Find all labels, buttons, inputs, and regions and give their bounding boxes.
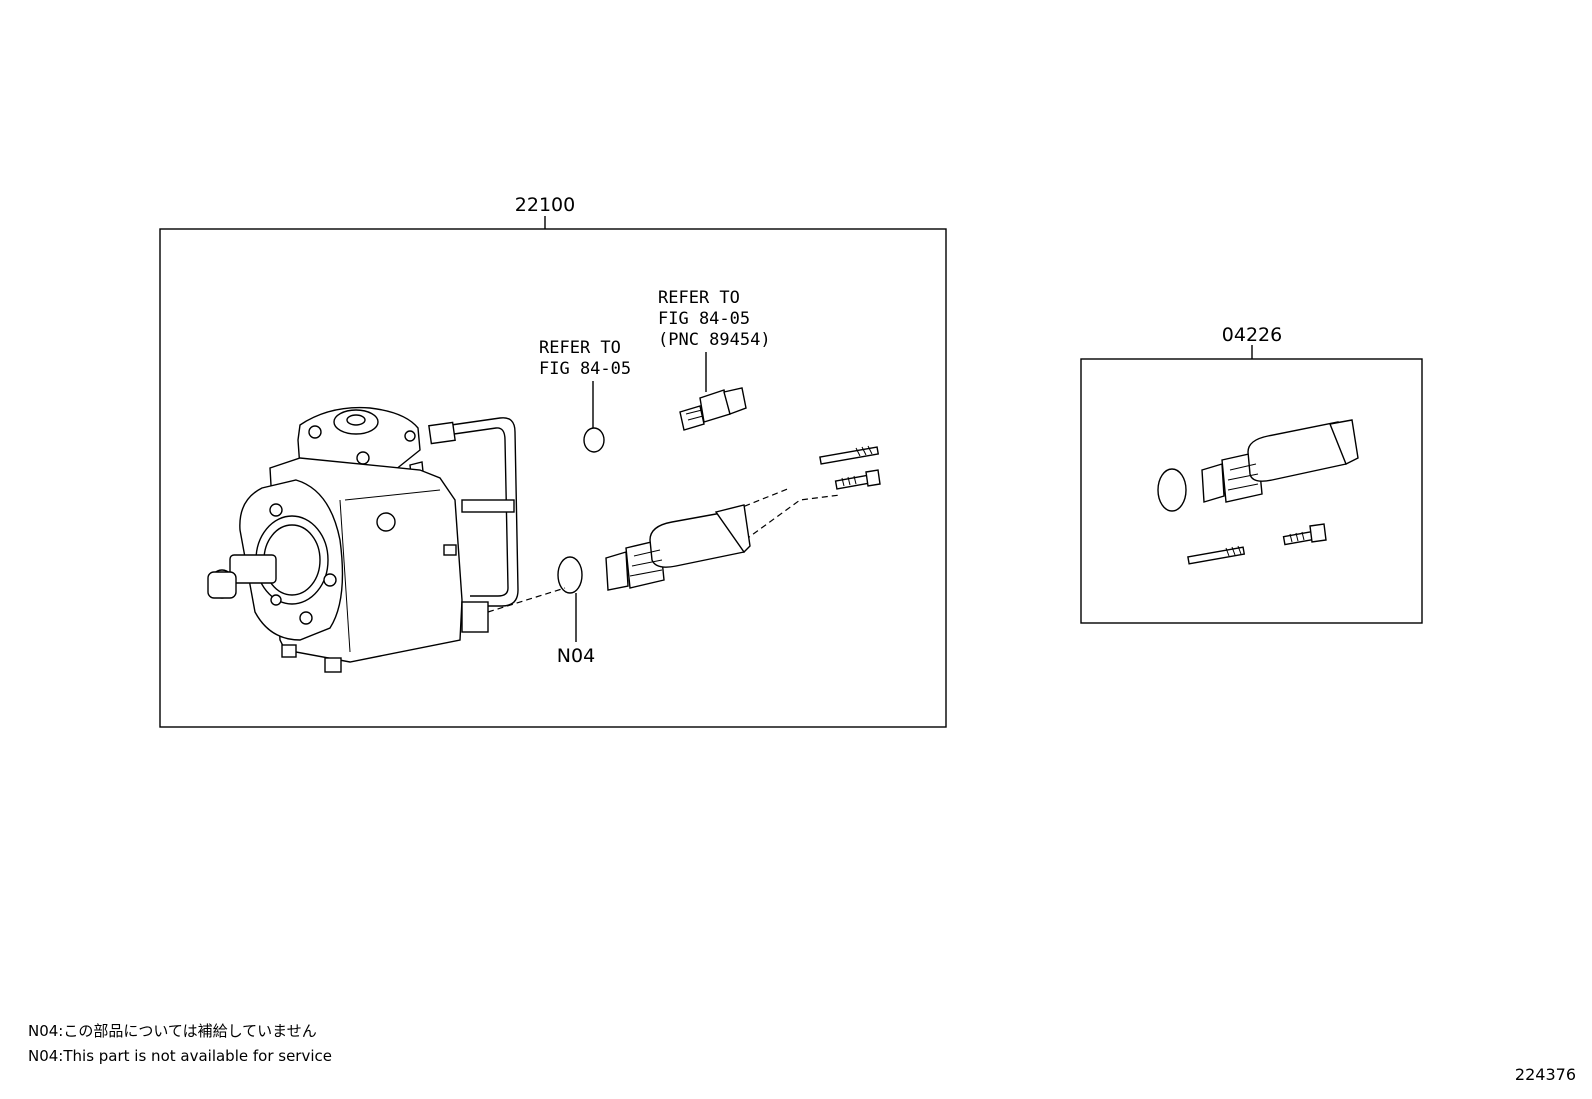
assembly-04226: 04226 (1080, 324, 1423, 624)
callout-n04[interactable]: N04 (557, 645, 595, 667)
reference-fig-84-05-sensor[interactable]: REFER TO FIG 84-05 (PNC 89454) (658, 288, 771, 350)
part-number-22100[interactable]: 22100 (515, 194, 575, 216)
kit-o-ring[interactable] (1157, 468, 1187, 512)
reference-sensor-line1: REFER TO (658, 288, 740, 308)
reference-oring-line1: REFER TO (539, 338, 621, 358)
reference-oring-line2: FIG 84-05 (539, 359, 631, 379)
reference-fig-84-05-oring[interactable]: REFER TO FIG 84-05 (539, 338, 631, 379)
kit-stud-bolt[interactable] (1187, 545, 1246, 565)
o-ring-reference[interactable] (583, 427, 605, 453)
dashed-guide-oring (487, 587, 566, 613)
assembly-22100: 22100 (159, 194, 947, 728)
assembly-box-22100 (159, 228, 947, 728)
suction-control-valve[interactable] (605, 504, 751, 591)
reference-sensor-line2: FIG 84-05 (658, 309, 750, 329)
stud-bolt[interactable] (819, 445, 880, 465)
diagram-id: 224376 (1514, 1065, 1576, 1084)
note-english: N04:This part is not available for servi… (28, 1047, 332, 1065)
part-number-04226[interactable]: 04226 (1222, 324, 1282, 346)
o-ring-n04[interactable] (557, 556, 583, 594)
hex-bolt[interactable] (834, 469, 881, 490)
note-japanese: N04:この部品については補給していません (28, 1022, 317, 1040)
fuel-temperature-sensor[interactable] (679, 387, 747, 431)
supply-pump-illustration[interactable] (207, 406, 519, 673)
dashed-guide-bolt (744, 494, 841, 541)
assembly-box-04226 (1080, 358, 1423, 624)
reference-sensor-line3: (PNC 89454) (658, 330, 771, 350)
kit-suction-control-valve[interactable] (1201, 419, 1359, 503)
kit-hex-bolt[interactable] (1282, 523, 1327, 546)
